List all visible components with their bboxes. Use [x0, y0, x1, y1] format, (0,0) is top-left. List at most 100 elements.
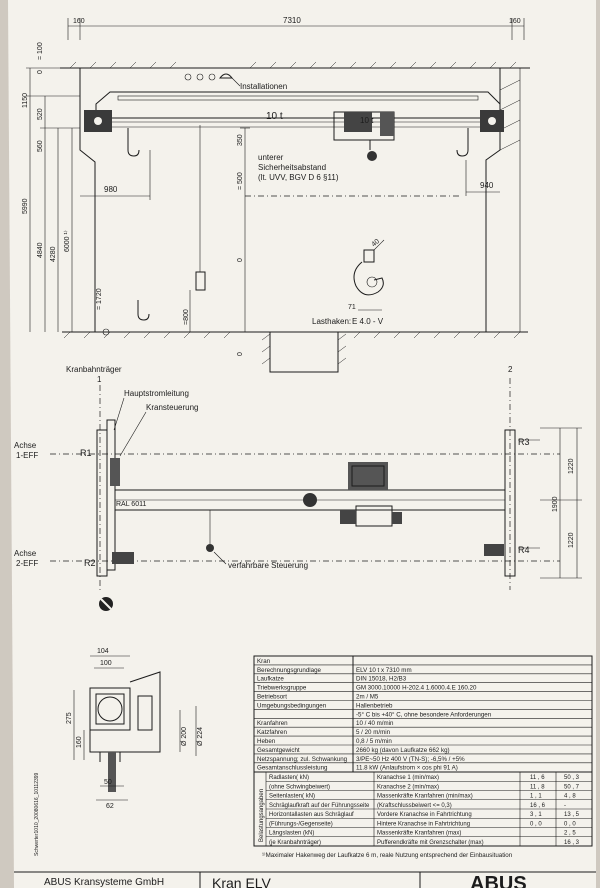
load-min-value: 11 , 6	[530, 775, 545, 781]
dim-1150: 1150	[22, 93, 29, 108]
spec-label: Triebwerksgruppe	[257, 685, 307, 692]
dim-800: =800	[183, 309, 190, 325]
load-label: Seitenlasten( kN)	[269, 794, 315, 800]
hook-block	[367, 151, 377, 161]
label-achse-2b: 2-EFF	[16, 559, 38, 568]
dim-160: 160	[76, 736, 83, 748]
label-safety-1: unterer	[258, 153, 284, 162]
dim-224: Ø 224	[197, 727, 204, 746]
spec-value: -5° C bis +40° C, ohne besondere Anforde…	[356, 711, 492, 718]
drive-motor-left	[112, 552, 134, 564]
spec-value: 10 / 40 m/min	[356, 720, 394, 727]
load-label: Horizontallasten aus Schräglauf	[269, 812, 354, 818]
load-max-value: -	[564, 803, 566, 809]
dim-100: 100	[100, 660, 112, 667]
load-side-label: Belastungsangaben	[259, 789, 265, 842]
label-beam-load: 10 t	[266, 111, 283, 122]
hook-left-high	[127, 128, 140, 157]
dim-104: 104	[97, 648, 109, 655]
dim-71: 71	[348, 304, 356, 311]
load-label: Längslasten (kN)	[269, 831, 314, 837]
floor-hatch	[63, 331, 521, 339]
spec-label: Katzfahren	[257, 729, 287, 736]
dim-left-margin: 160	[73, 18, 85, 25]
dim-4280: 4280	[50, 246, 57, 262]
dim-6000: 6000 ¹⁾	[63, 230, 71, 252]
trolley-plan	[348, 462, 388, 490]
label-safety-3: (lt. UVV, BGV D 6 §11)	[258, 173, 339, 182]
load-min-value: 11 , 8	[530, 784, 545, 790]
load-max-value: 13 , 5	[564, 812, 580, 818]
load-description: Kranachse 1 (min/max)	[377, 775, 439, 781]
dim-1720: = 1720	[96, 288, 103, 310]
hook-detail: 40 71	[348, 238, 385, 311]
dim-5990: 5990	[22, 198, 29, 214]
pit-hatch	[261, 333, 347, 365]
load-description: Pufferendkräfte mit Grenzschalter (max)	[377, 840, 484, 846]
label-lasthaken: Lasthaken:	[312, 317, 351, 326]
dim-940: 940	[480, 181, 494, 190]
dim-200: Ø 200	[181, 727, 188, 746]
spec-label: Gesamtanschlussleistung	[257, 765, 328, 772]
load-label: Schräglaufkraft auf der Führungsseite	[269, 803, 370, 809]
abus-logo: ABUS	[470, 873, 527, 888]
drive-motor-right	[484, 544, 504, 556]
label-achse-1b: 1-EFF	[16, 451, 38, 460]
load-label: (je Kranbahnträger)	[269, 840, 321, 846]
dim-980: 980	[104, 185, 118, 194]
spec-value: ELV 10 t x 7310 mm	[356, 667, 412, 674]
dim-right-margin: 160	[509, 18, 521, 25]
dim-4840: 4840	[37, 242, 44, 258]
hook-right-high	[456, 128, 469, 157]
dim-500: = 500	[237, 172, 244, 190]
label-achse-1a: Achse	[14, 441, 37, 450]
load-description: (Kraftschlussbeiwert <= 0,3)	[377, 803, 452, 809]
spec-value: DIN 15018, H2/B3	[356, 676, 407, 683]
spec-label: Umgebungsbedingungen	[257, 702, 327, 709]
label-rail-2: 2	[508, 365, 513, 374]
crane-control-box	[110, 458, 120, 486]
dim-350: 350	[237, 134, 244, 146]
load-label: Radlasten( kN)	[269, 775, 309, 781]
dim-0-low: 0	[237, 352, 244, 356]
spec-label: Betriebsort	[257, 694, 287, 701]
spec-value: 2660 kg (davon Laufkatze 662 kg)	[356, 747, 450, 754]
footer-drawing-title: Kran ELV	[212, 875, 272, 888]
spec-value: 2m / M5	[356, 694, 379, 701]
dim-275: 275	[66, 712, 73, 724]
label-installationen: Installationen	[240, 82, 287, 91]
spec-label: Heben	[257, 738, 276, 745]
label-r2: R2	[84, 558, 96, 568]
load-min-value: 3 , 1	[530, 812, 542, 818]
spec-label: Laufkatze	[257, 676, 284, 683]
spec-label: Kranfahren	[257, 720, 288, 727]
label-ral: RAL 6011	[116, 501, 146, 508]
dim-top-100: = 100	[37, 42, 44, 60]
load-max-value: 4 , 8	[564, 794, 576, 800]
label-rail-1: 1	[97, 375, 102, 384]
load-description: Vordere Kranachse in Fahrtrichtung	[377, 812, 472, 818]
spec-value: 3/PE~50 Hz 400 V (TN-S); -6,5% / +5%	[356, 756, 465, 763]
pendant-elevation	[195, 271, 206, 291]
load-description: Massenkräfte Kranfahren (max)	[377, 831, 461, 837]
spec-value: 11.8 kW (Anlaufstrom × cos phi 91 A)	[356, 765, 458, 772]
load-description: Kranachse 2 (min/max)	[377, 784, 439, 790]
load-label: (Führungs-/Gegenseite)	[269, 821, 333, 827]
load-description: Massenkräfte Kranfahren (min/max)	[377, 794, 473, 800]
load-min-value: 1 , 1	[530, 794, 542, 800]
detail-view: 104 100 275 160 Ø 200 Ø 224 50 62 Schwer…	[34, 648, 204, 856]
label-steuerung: verfahrbare Steuerung	[228, 561, 308, 570]
load-max-value: 50 , 7	[564, 784, 580, 790]
load-label: (ohne Schwingbeiwert)	[269, 784, 330, 790]
girder-center-mark	[303, 493, 317, 507]
title-block: ABUS Kransysteme GmbH Kran ELV ABUS	[14, 871, 596, 888]
label-kransteuerung: Kransteuerung	[146, 403, 198, 412]
load-max-value: 0 , 0	[564, 821, 576, 827]
elevation-view: 160 7310 160 = 100 0 1150 520 560 599	[22, 16, 530, 373]
dim-1220-top: 1220	[568, 458, 575, 474]
dim-40: 40	[371, 238, 382, 248]
spec-value: GM 3000.10000 H-202.4 1.6000.4.E 160.20	[356, 685, 477, 692]
